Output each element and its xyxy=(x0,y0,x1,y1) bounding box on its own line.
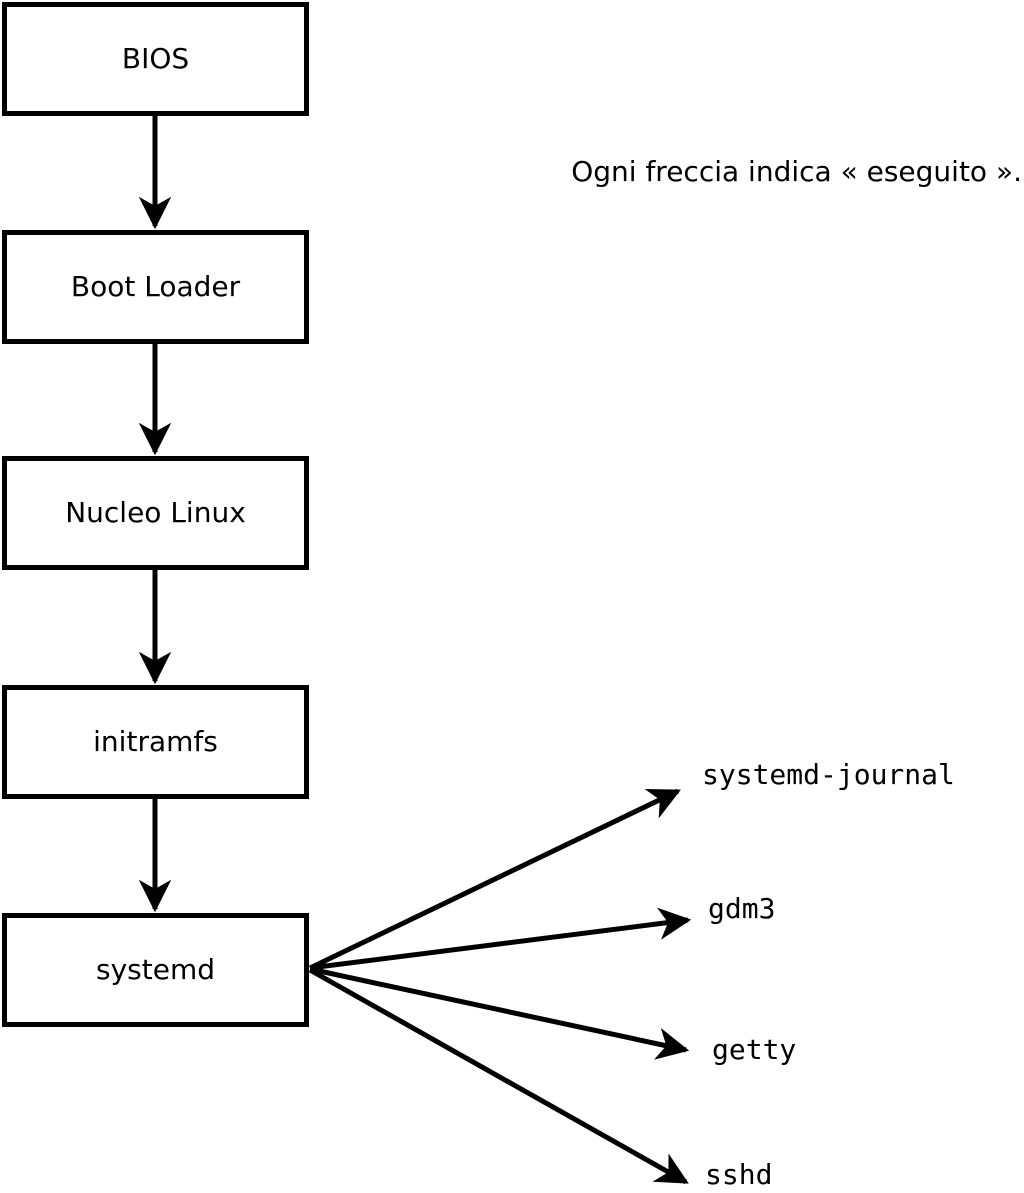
flow-box-bios-label: BIOS xyxy=(121,42,190,75)
service-label-sshd: sshd xyxy=(705,1158,773,1191)
flow-box-linux-kernel: Nucleo Linux xyxy=(2,456,309,570)
service-label-getty: getty xyxy=(712,1033,797,1066)
flow-box-systemd: systemd xyxy=(2,913,309,1027)
flow-box-initramfs: initramfs xyxy=(2,685,309,799)
flow-box-linux-kernel-label: Nucleo Linux xyxy=(65,496,246,529)
service-label-systemd-journal: systemd-journal xyxy=(702,758,955,791)
flow-box-bios: BIOS xyxy=(2,2,309,116)
flow-box-bootloader-label: Boot Loader xyxy=(70,270,241,303)
arrow-systemd-to-gdm3 xyxy=(309,907,692,971)
arrow-systemd-to-journal xyxy=(308,788,681,971)
diagram-caption: Ogni freccia indica « eseguito ». xyxy=(571,155,1022,188)
flow-box-bootloader: Boot Loader xyxy=(2,230,309,344)
flow-box-systemd-label: systemd xyxy=(96,953,215,986)
flow-box-initramfs-label: initramfs xyxy=(93,725,218,758)
arrow-systemd-to-getty xyxy=(309,966,690,1060)
service-label-gdm3: gdm3 xyxy=(708,892,776,925)
arrow-systemd-to-sshd xyxy=(308,967,689,1185)
